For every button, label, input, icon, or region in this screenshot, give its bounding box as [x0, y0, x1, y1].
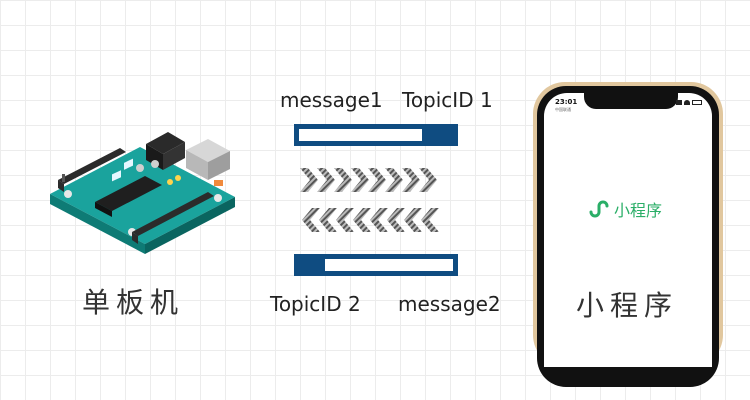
- wifi-icon: [684, 100, 690, 105]
- right-arrow-chevrons-icon: [300, 168, 437, 192]
- message2-label: message2: [398, 292, 501, 316]
- status-carrier: 中国联通: [555, 107, 571, 112]
- status-icons: [676, 99, 702, 105]
- bottom-progress-fill: [325, 259, 453, 271]
- top-progress-fill: [299, 129, 422, 141]
- phone-bezel: 23:01 中国联通 小程序: [537, 86, 719, 387]
- smartphone-icon: 23:01 中国联通 小程序: [533, 82, 723, 387]
- left-arrow-chevrons-icon: [302, 208, 439, 232]
- mini-program-name: 小程序: [614, 201, 663, 220]
- topic-id-1-label: TopicID 1: [402, 88, 493, 112]
- mini-program-label: 小程序: [576, 289, 679, 322]
- battery-icon: [692, 100, 702, 105]
- phone-notch: [584, 93, 678, 109]
- message1-label: message1: [280, 88, 383, 112]
- top-progress-bar: [294, 124, 458, 146]
- status-time: 23:01: [555, 98, 578, 106]
- phone-screen: 23:01 中国联通 小程序: [544, 93, 712, 367]
- mini-program-logo-icon: [589, 200, 609, 218]
- signal-icon: [676, 100, 682, 105]
- single-board-computer-label: 单板机: [82, 286, 185, 319]
- bottom-progress-bar: [294, 254, 458, 276]
- topic-id-2-label: TopicID 2: [270, 292, 361, 316]
- arduino-board-icon: [50, 132, 235, 254]
